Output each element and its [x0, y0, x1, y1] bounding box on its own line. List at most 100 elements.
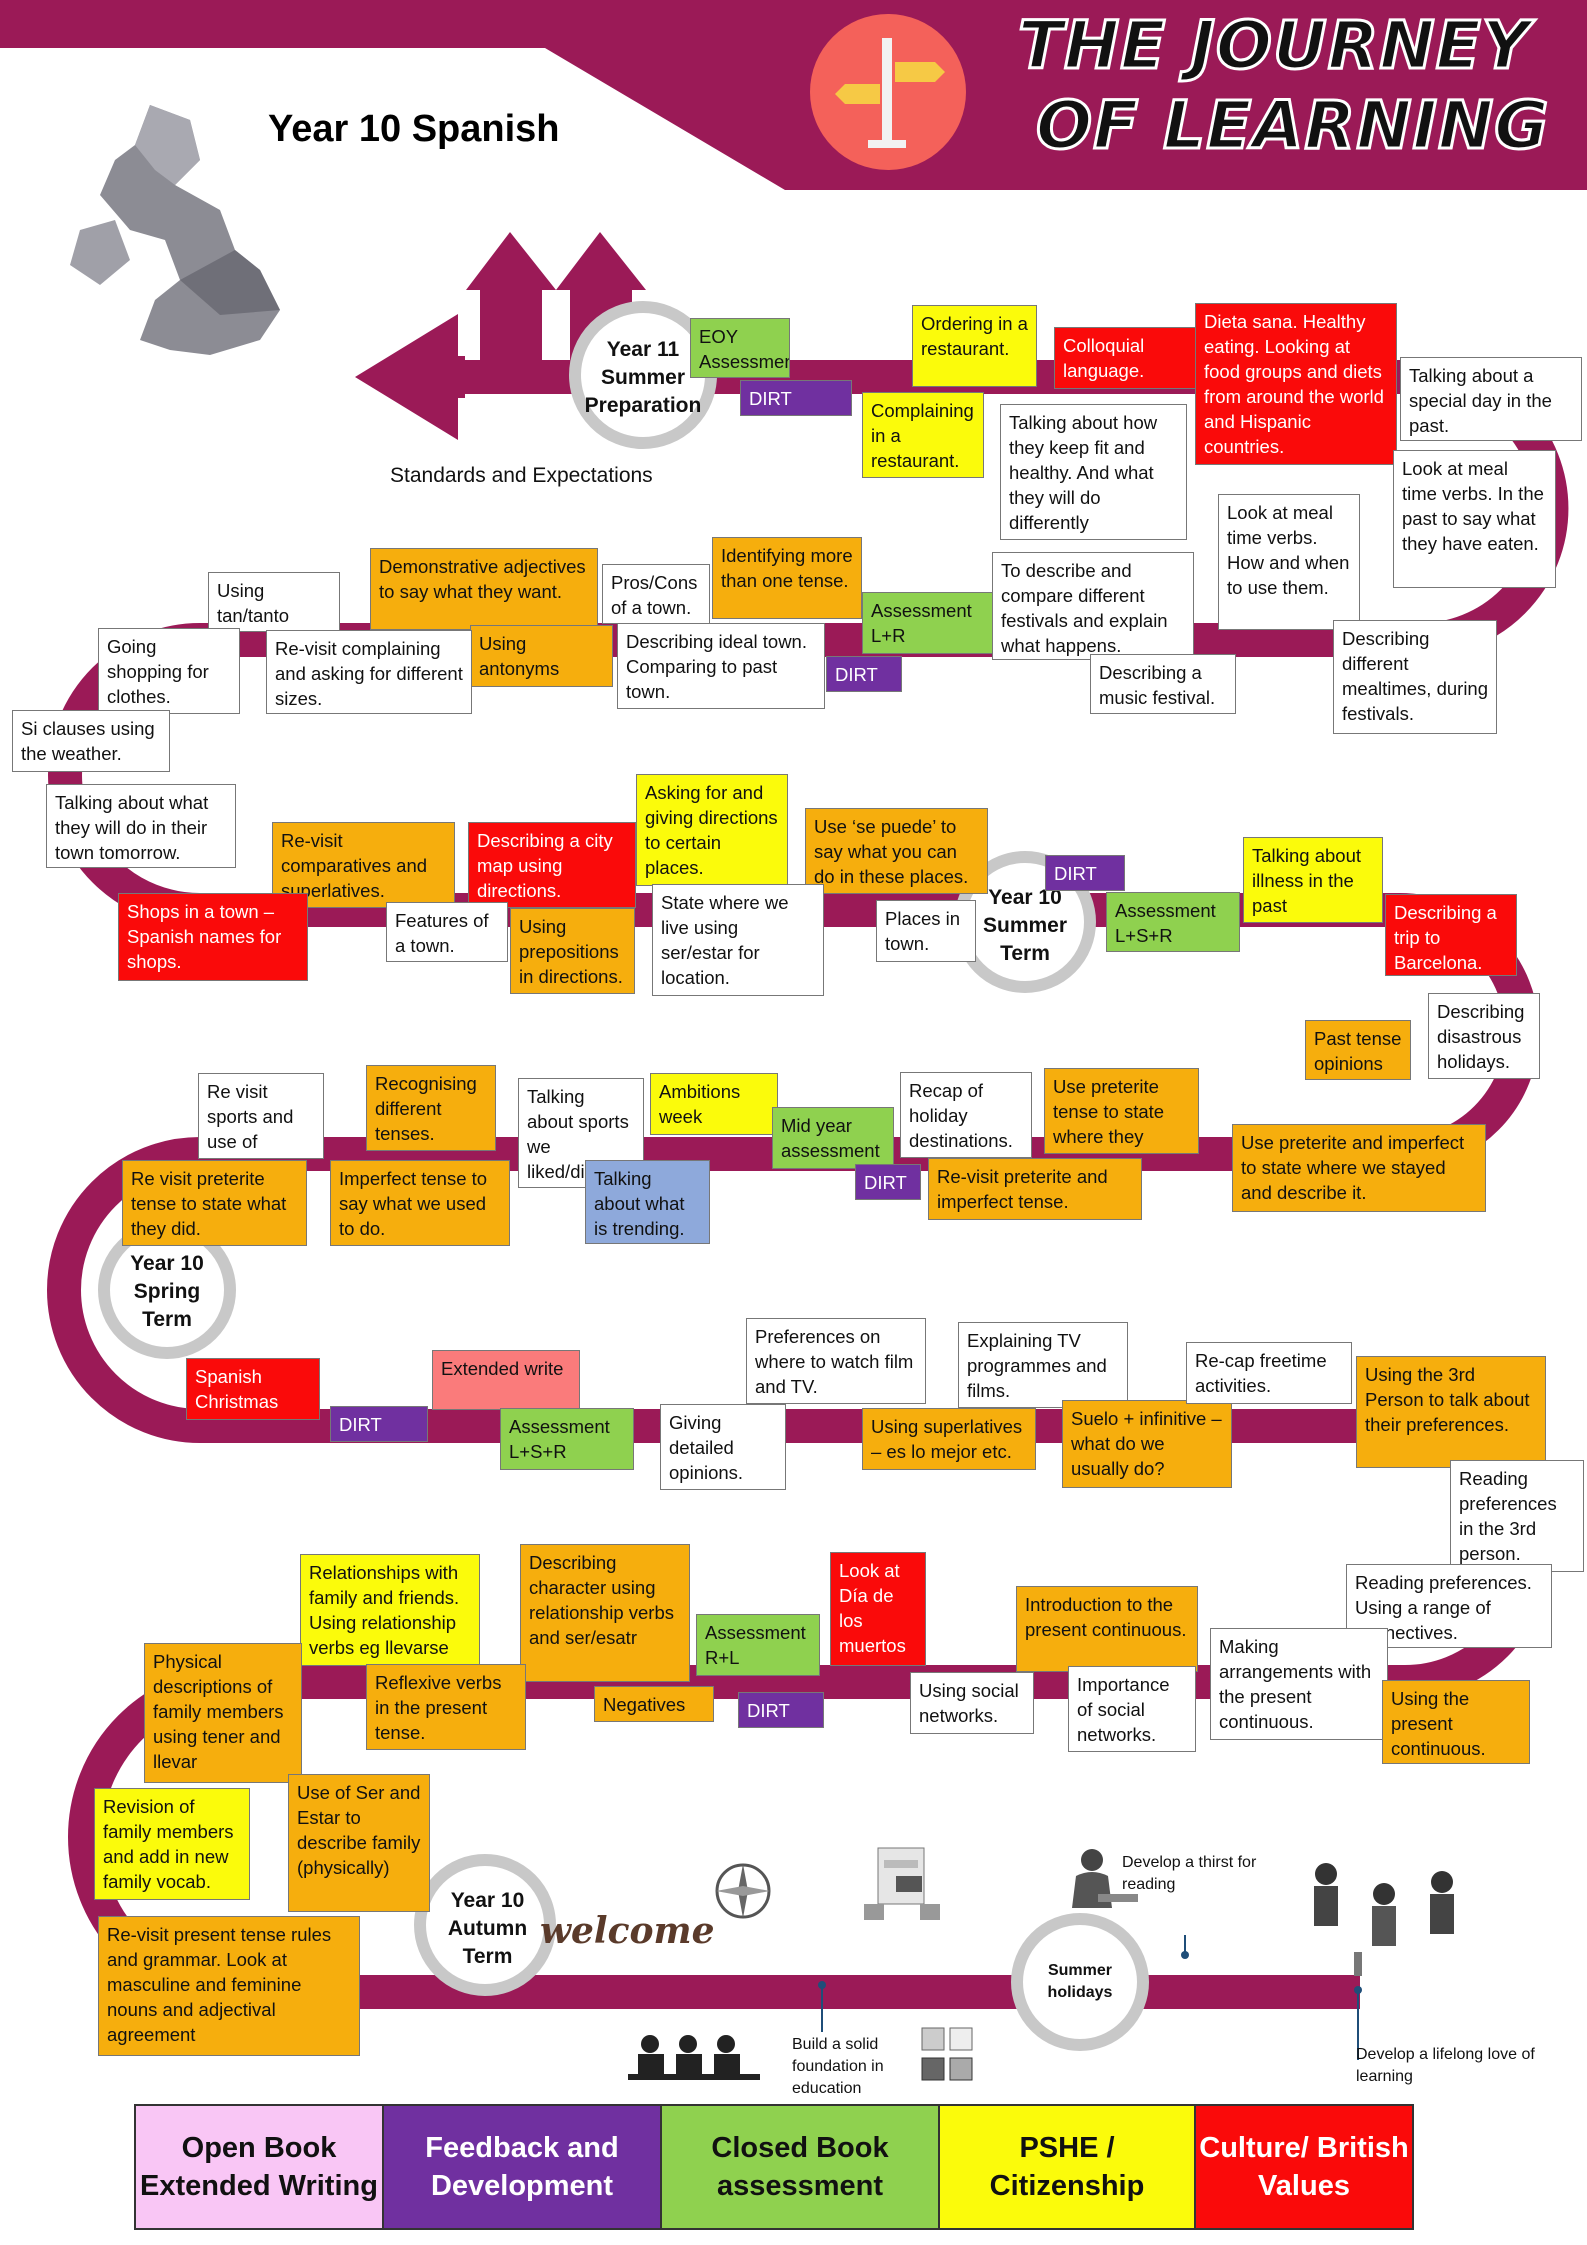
ideal-town-box: Describing ideal town. Comparing to past… — [617, 623, 825, 709]
term-y10-autumn: Year 10 Autumn Term — [447, 1889, 528, 1968]
relationships-box: Relationships with family and friends. U… — [300, 1554, 480, 1666]
complaining-box: Complaining in a restaurant. — [862, 392, 984, 478]
physical-descriptions-box: Physical descriptions of family members … — [144, 1643, 302, 1783]
directions-box: Asking for and giving directions to cert… — [636, 774, 788, 886]
intro-present-box: Introduction to the present continuous. — [1016, 1586, 1198, 1672]
legend-feedback: Feedback and Development — [382, 2104, 662, 2230]
reader-icon — [1072, 1849, 1138, 1908]
meal-verbs-box: Look at meal time verbs. How and when to… — [1218, 494, 1360, 630]
term-y11-summer: Year 11 Summer Preparation — [584, 338, 702, 417]
solid-foundation-label: Build a solid foundation in education — [792, 2036, 884, 2097]
character-box: Describing character using relationship … — [520, 1544, 690, 1682]
dirt-box: DIRT — [826, 656, 902, 692]
past-opinions-box: Past tense opinions — [1305, 1020, 1411, 1080]
superlatives-box: Using superlatives – es lo mejor etc. — [862, 1408, 1036, 1470]
trending-box: Talking about what is trending. — [585, 1160, 710, 1244]
si-clauses-box: Si clauses using the weather. — [12, 710, 170, 772]
city-map-box: Describing a city map using directions. — [468, 822, 636, 908]
keep-fit-box: Talking about how they keep fit and heal… — [1000, 404, 1187, 540]
dieta-sana-box: Dieta sana. Healthy eating. Looking at f… — [1195, 303, 1397, 465]
colloquial-box: Colloquial language. — [1054, 327, 1199, 389]
reading-third-person-box: Reading preferences in the 3rd person. — [1450, 1460, 1584, 1572]
suelo-infinitive-box: Suelo + infinitive – what do we usually … — [1062, 1400, 1232, 1488]
header-banner — [0, 0, 1587, 190]
using-present-box: Using the present continuous. — [1382, 1680, 1530, 1764]
eoy-assessments-box: EOY Assessments — [690, 318, 790, 378]
preterite-went-box: Use preterite tense to state where they … — [1044, 1068, 1199, 1154]
disastrous-holidays-box: Describing disastrous holidays. — [1428, 993, 1540, 1079]
walkers-icon — [1314, 1863, 1454, 1976]
assessment-lsr-box: Assessment L+S+R — [500, 1408, 634, 1470]
ambitions-week-box: Ambitions week — [650, 1073, 778, 1135]
blocks-icon — [921, 2027, 973, 2081]
dirt-box: DIRT — [1045, 855, 1125, 891]
recognising-tenses-box: Recognising different tenses. — [366, 1065, 496, 1151]
festivals-box: To describe and compare different festiv… — [992, 552, 1194, 660]
antonyms-box: Using antonyms — [470, 625, 613, 687]
summer-holidays-label: Summer holidays — [1047, 1962, 1113, 2001]
legend-open-book: Open Book Extended Writing — [134, 2104, 384, 2230]
shops-box: Shops in a town – Spanish names for shop… — [118, 893, 308, 981]
extended-write-box: Extended write — [432, 1350, 580, 1410]
ser-estar-location-box: State where we live using ser/estar for … — [652, 884, 824, 996]
revisit-preterite-box: Re visit preterite tense to state what t… — [122, 1160, 307, 1246]
legend-pshe: PSHE / Citizenship — [938, 2104, 1196, 2230]
tan-tanto-box: Using tan/tanto — [208, 572, 340, 632]
present-rules-box: Re-visit present tense rules and grammar… — [98, 1916, 360, 2056]
negatives-box: Negatives — [594, 1686, 714, 1722]
se-puede-box: Use ‘se puede’ to say what you can do in… — [805, 808, 988, 894]
identifying-tenses-box: Identifying more than one tense. — [712, 537, 862, 619]
preferences-film-box: Preferences on where to watch film and T… — [746, 1318, 926, 1404]
pros-cons-box: Pros/Cons of a town. — [602, 564, 710, 624]
demonstrative-box: Demonstrative adjectives to say what the… — [370, 548, 598, 630]
family-vocab-box: Revision of family members and add in ne… — [94, 1788, 250, 1900]
standards-label: Standards and Expectations — [390, 464, 653, 487]
dia-muertos-box: Look at Día de los muertos — [830, 1552, 926, 1666]
recap-holiday-box: Recap of holiday destinations. — [900, 1072, 1032, 1158]
ordering-box: Ordering in a restaurant. — [912, 305, 1037, 387]
social-networks-box: Using social networks. — [910, 1672, 1034, 1734]
signpost-icon — [835, 38, 945, 148]
legend-culture: Culture/ British Values — [1194, 2104, 1414, 2230]
welcome-label: welcome — [540, 1910, 715, 1952]
town-tomorrow-box: Talking about what they will do in their… — [46, 784, 236, 868]
assessment-lsr-box: Assessment L+S+R — [1106, 892, 1240, 952]
term-y10-summer: Year 10 Summer Term — [982, 886, 1068, 965]
dirt-box: DIRT — [740, 380, 852, 416]
approved-stamp-icon — [864, 1847, 940, 1920]
page-title: THE JOURNEY OF LEARNING — [1017, 6, 1550, 166]
revisit-sports-box: Re visit sports and use of jugar/hacer. — [198, 1073, 324, 1159]
imperfect-tense-box: Imperfect tense to say what we used to d… — [330, 1160, 510, 1246]
reflexive-verbs-box: Reflexive verbs in the present tense. — [366, 1664, 526, 1750]
legend-closed-book: Closed Book assessment — [660, 2104, 940, 2230]
dirt-box: DIRT — [330, 1406, 428, 1442]
features-box: Features of a town. — [386, 902, 508, 962]
detailed-opinions-box: Giving detailed opinions. — [660, 1404, 786, 1490]
assessment-rl-box: Assessment R+L — [696, 1614, 820, 1676]
compass-icon — [715, 1863, 771, 1919]
thirst-reading-label: Develop a thirst for reading — [1122, 1854, 1257, 1893]
recap-freetime-box: Re-cap freetime activities. — [1186, 1342, 1352, 1404]
illness-box: Talking about illness in the past — [1243, 837, 1383, 923]
dirt-box: DIRT — [855, 1164, 921, 1200]
assessment-lr-box: Assessment L+R — [862, 592, 994, 654]
barcelona-box: Describing a trip to Barcelona. — [1385, 894, 1517, 976]
prepositions-box: Using prepositions in directions. — [510, 908, 635, 994]
mealtimes-festivals-box: Describing different mealtimes, during f… — [1333, 620, 1497, 734]
ser-estar-family-box: Use of Ser and Estar to describe family … — [288, 1774, 430, 1912]
comparatives-box: Re-visit comparatives and superlatives. — [272, 822, 455, 908]
revisit-complaining-box: Re-visit complaining and asking for diff… — [266, 630, 472, 714]
shopping-clothes-box: Going shopping for clothes. — [98, 628, 240, 714]
students-icon — [628, 2035, 760, 2080]
dirt-box: DIRT — [738, 1692, 824, 1728]
places-in-town-box: Places in town. — [876, 900, 976, 962]
meal-past-box: Look at meal time verbs. In the past to … — [1393, 450, 1556, 588]
special-day-box: Talking about a special day in the past. — [1400, 357, 1582, 441]
lifelong-love-label: Develop a lifelong love of learning — [1356, 2046, 1535, 2085]
third-person-box: Using the 3rd Person to talk about their… — [1356, 1356, 1546, 1468]
importance-social-box: Importance of social networks. — [1068, 1666, 1196, 1752]
preterite-imperfect-box: Re-visit preterite and imperfect tense. — [928, 1158, 1142, 1220]
stayed-box: Use preterite and imperfect to state whe… — [1232, 1124, 1486, 1212]
term-y10-spring: Year 10 Spring Term — [130, 1252, 204, 1331]
